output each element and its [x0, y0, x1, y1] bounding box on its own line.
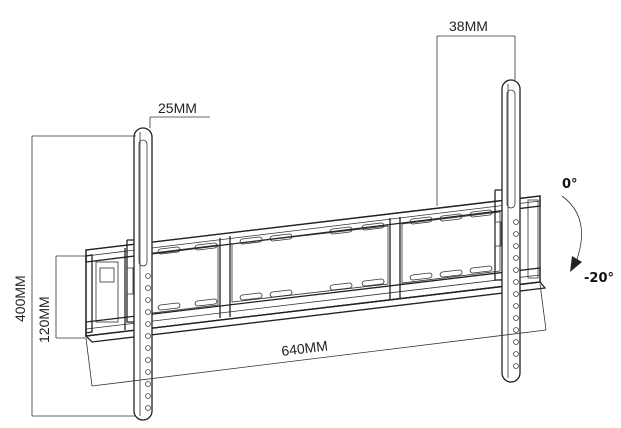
right-vertical-arm	[494, 79, 521, 383]
dimension-640mm: 640MM	[85, 283, 547, 387]
dimension-25mm: 25MM	[149, 100, 210, 128]
dimension-label-120mm: 120MM	[36, 296, 52, 343]
tilt-start-label: 0°	[562, 177, 578, 192]
dimension-label-640mm: 640MM	[280, 337, 328, 359]
left-vertical-arm	[126, 127, 153, 421]
dimension-label-25mm: 25MM	[158, 100, 197, 116]
tilt-end-label: -20°	[584, 271, 614, 286]
dimension-38mm: 38MM	[436, 18, 516, 206]
dimension-400mm: 400MM	[12, 135, 136, 417]
dimension-label-400mm: 400MM	[12, 275, 28, 322]
tilt-arrow-icon	[570, 256, 582, 272]
wall-plate	[84, 195, 547, 343]
dimension-120mm: 120MM	[36, 255, 86, 343]
dimension-label-38mm: 38MM	[449, 18, 488, 34]
tilt-indicator: 0° -20°	[561, 177, 614, 286]
left-arm-holes	[145, 273, 151, 411]
right-arm-holes	[513, 219, 519, 369]
